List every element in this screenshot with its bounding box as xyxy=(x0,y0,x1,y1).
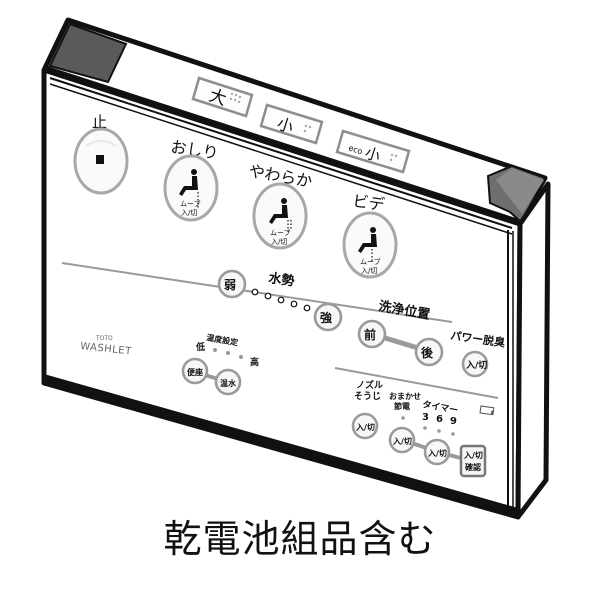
oshiri-move-label: ムーブ xyxy=(180,199,201,208)
oshiri-onoff-label: 入/切 xyxy=(181,209,197,217)
top-left-cap xyxy=(48,22,128,84)
stop-square-icon xyxy=(96,155,104,164)
washlet-logo: WASHLET xyxy=(80,341,133,357)
svg-text:そうじ: そうじ xyxy=(354,391,381,402)
svg-text:強: 強 xyxy=(320,310,332,325)
bidet-onoff-label: 入/切 xyxy=(361,267,377,275)
water-pressure-level-indicator xyxy=(251,288,311,312)
caption: 乾電池組品含む xyxy=(163,517,437,561)
bidet-label: ビデ xyxy=(351,191,385,214)
auto-save-button[interactable]: 入/切 xyxy=(388,426,416,454)
flush-small-label: 小 xyxy=(275,114,296,137)
svg-text:後: 後 xyxy=(421,345,434,360)
svg-text:入/切: 入/切 xyxy=(465,360,487,371)
water-temperature-button[interactable]: 温水 xyxy=(214,368,242,396)
svg-text:弱: 弱 xyxy=(224,277,236,292)
battery-icon xyxy=(479,405,495,416)
stop-label: 止 xyxy=(92,113,107,131)
timer-9h-label: 9 xyxy=(450,416,457,427)
svg-text:節電: 節電 xyxy=(394,401,410,411)
svg-text:入/切: 入/切 xyxy=(392,436,412,446)
stop-button[interactable] xyxy=(73,127,129,195)
water-pressure-weak-button[interactable]: 弱 xyxy=(217,269,247,299)
flush-small-button[interactable]: 小 xyxy=(259,103,324,145)
seated-person-bidet-icon xyxy=(358,227,377,262)
flush-large-button[interactable]: 大 xyxy=(191,76,254,118)
flush-eco-small-button[interactable]: eco 小 xyxy=(335,129,411,174)
seated-person-soft-spray-icon xyxy=(269,198,292,232)
seat-temperature-button[interactable]: 便座 xyxy=(181,357,209,385)
svg-text:便座: 便座 xyxy=(187,367,203,377)
yawaraka-button[interactable]: ムーブ 入/切 xyxy=(252,182,308,250)
power-deodorize-button[interactable]: 入/切 xyxy=(461,350,489,378)
svg-text:入/切: 入/切 xyxy=(463,450,483,460)
water-pressure-title: 水勢 xyxy=(267,270,295,289)
water-pressure-strong-button[interactable]: 強 xyxy=(313,302,343,332)
temperature-low-label: 低 xyxy=(195,341,205,353)
timer-confirm-button[interactable]: 入/切 確認 xyxy=(459,444,487,478)
timer-6h-label: 6 xyxy=(436,414,443,425)
braille-dots-icon xyxy=(389,153,398,162)
bidet-move-label: ムーブ xyxy=(360,257,381,266)
yawaraka-move-label: ムーブ xyxy=(270,228,291,237)
timer-3h-label: 3 xyxy=(422,412,429,423)
eco-prefix-label: eco xyxy=(347,143,363,156)
remote-side-face xyxy=(515,181,551,520)
svg-text:入/切: 入/切 xyxy=(427,448,447,458)
wash-position-front-button[interactable]: 前 xyxy=(357,319,387,349)
braille-dots-icon xyxy=(229,92,242,104)
svg-text:入/切: 入/切 xyxy=(355,422,375,432)
svg-text:確認: 確認 xyxy=(465,462,481,472)
flush-large-label: 大 xyxy=(206,86,228,110)
timer-level-indicator xyxy=(423,426,455,436)
flush-eco-small-label: 小 xyxy=(363,144,383,166)
oshiri-button[interactable]: ムーブ 入/切 xyxy=(163,154,219,222)
nozzle-clean-title: ノズル xyxy=(356,379,383,391)
auto-save-indicator xyxy=(401,416,405,420)
yawaraka-onoff-label: 入/切 xyxy=(271,238,287,246)
seated-person-spray-icon xyxy=(179,169,199,208)
toto-logo: TOTO xyxy=(95,335,113,342)
nozzle-clean-button[interactable]: 入/切 xyxy=(351,412,379,440)
auto-save-title: おまかせ xyxy=(389,392,421,401)
svg-text:温水: 温水 xyxy=(220,378,237,388)
svg-text:前: 前 xyxy=(364,327,376,342)
temperature-level-indicator xyxy=(213,348,243,359)
wash-position-back-button[interactable]: 後 xyxy=(414,337,444,367)
bidet-button[interactable]: ムーブ 入/切 xyxy=(342,211,398,279)
temperature-high-label: 高 xyxy=(250,356,259,368)
timer-button[interactable]: 入/切 xyxy=(423,438,451,466)
braille-dots-icon xyxy=(303,124,312,133)
